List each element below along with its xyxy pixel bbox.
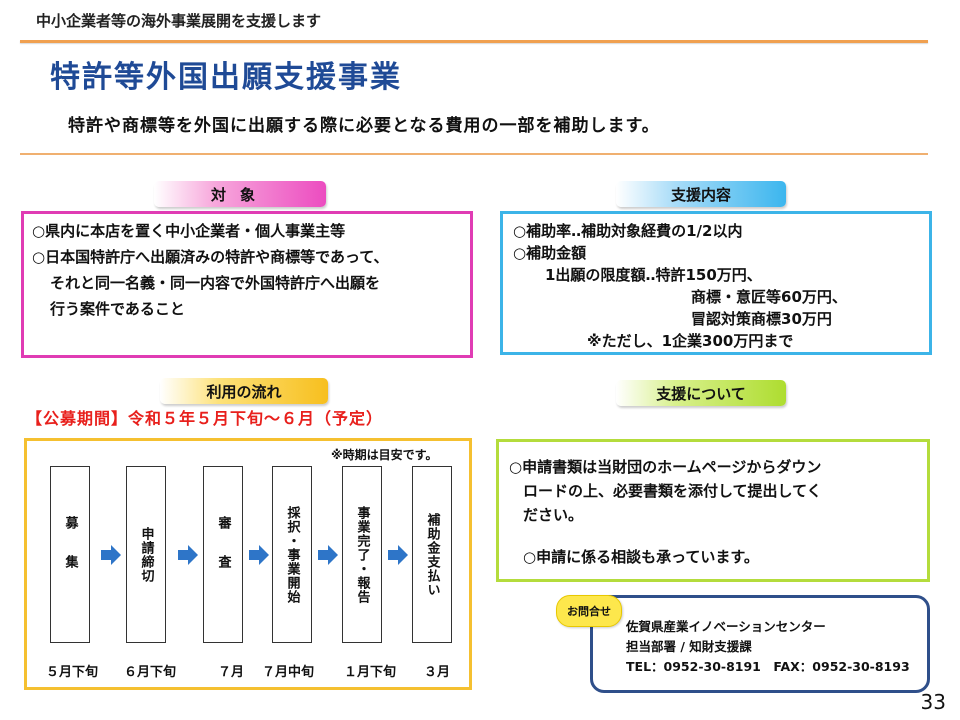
flow-step-label: 採択・事業開始	[284, 505, 300, 604]
flow-month: １月下旬	[344, 665, 397, 680]
target-line-1: ○県内に本店を置く中小企業者・個人事業主等	[32, 222, 346, 240]
page-number: 33	[920, 690, 946, 714]
about-line-4: ○申請に係る相談も承っています。	[523, 548, 759, 566]
support-box: ○補助率‥補助対象経費の1/2以内 ○補助金額 1出願の限度額‥特許150万円、…	[500, 211, 932, 355]
contact-organization: 佐賀県産業イノベーションセンター	[626, 619, 826, 634]
flow-heading: 利用の流れ	[160, 378, 328, 404]
target-line-4: 行う案件であること	[50, 300, 185, 318]
about-heading: 支援について	[616, 380, 786, 406]
flow-step-label: 補助金支払い	[424, 512, 440, 597]
target-line-3: それと同一名義・同一内容で外国特許庁へ出願を	[50, 274, 381, 292]
flow-step-recruit: 募集	[50, 466, 90, 643]
support-heading: 支援内容	[616, 181, 786, 207]
support-line-4: 商標・意匠等60万円、	[691, 288, 847, 306]
about-line-1: ○申請書類は当財団のホームページからダウン	[509, 458, 822, 476]
flow-month: ５月下旬	[46, 665, 99, 680]
arrow-right-icon	[249, 545, 269, 565]
flow-step-label: 募集	[62, 515, 78, 594]
flow-box	[24, 438, 472, 690]
about-line-3: ださい。	[523, 506, 584, 524]
flow-step-label: 申請締切	[138, 526, 154, 583]
contact-badge: お問合せ	[556, 595, 622, 627]
support-line-1: ○補助率‥補助対象経費の1/2以内	[513, 222, 743, 240]
target-heading: 対象	[154, 181, 326, 207]
arrow-right-icon	[318, 545, 338, 565]
flow-step-label: 事業完了・報告	[354, 505, 370, 604]
flow-step-review: 審査	[203, 466, 243, 643]
flow-month: ７月	[218, 665, 245, 680]
flow-step-adoption: 採択・事業開始	[272, 466, 312, 643]
support-line-3: 1出願の限度額‥特許150万円、	[545, 266, 762, 284]
flow-month: ３月	[424, 665, 451, 680]
arrow-right-icon	[178, 545, 198, 565]
section-divider	[20, 153, 928, 155]
flow-month: ６月下旬	[124, 665, 177, 680]
timing-note: ※時期は目安です。	[331, 448, 438, 462]
header-tagline: 中小企業者等の海外事業展開を支援します	[36, 12, 322, 30]
target-line-2: ○日本国特許庁へ出願済みの特許や商標等であって、	[32, 248, 389, 266]
support-line-2: ○補助金額	[513, 244, 587, 262]
contact-phone-fax: TEL：0952-30-8191 FAX：0952-30-8193	[626, 659, 910, 674]
flow-step-label: 審査	[215, 515, 231, 594]
support-line-5: 冒認対策商標30万円	[691, 310, 832, 328]
flow-step-report: 事業完了・報告	[342, 466, 382, 643]
page-subtitle: 特許や商標等を外国に出願する際に必要となる費用の一部を補助します。	[68, 116, 660, 136]
arrow-right-icon	[101, 545, 121, 565]
contact-box	[590, 595, 930, 693]
flow-month: ７月中旬	[262, 665, 315, 680]
flow-step-deadline: 申請締切	[126, 466, 166, 643]
about-box: ○申請書類は当財団のホームページからダウン ロードの上、必要書類を添付して提出し…	[496, 439, 930, 582]
application-period: 【公募期間】令和５年５月下旬～６月（予定）	[26, 409, 384, 428]
arrow-right-icon	[388, 545, 408, 565]
target-box: ○県内に本店を置く中小企業者・個人事業主等 ○日本国特許庁へ出願済みの特許や商標…	[21, 211, 473, 358]
page-title: 特許等外国出願支援事業	[50, 60, 402, 95]
support-line-6: ※ただし、1企業300万円まで	[587, 332, 794, 350]
header-divider	[20, 40, 928, 43]
contact-department: 担当部署 / 知財支援課	[626, 639, 752, 654]
flow-step-payment: 補助金支払い	[412, 466, 452, 643]
about-line-2: ロードの上、必要書類を添付して提出してく	[523, 482, 822, 500]
